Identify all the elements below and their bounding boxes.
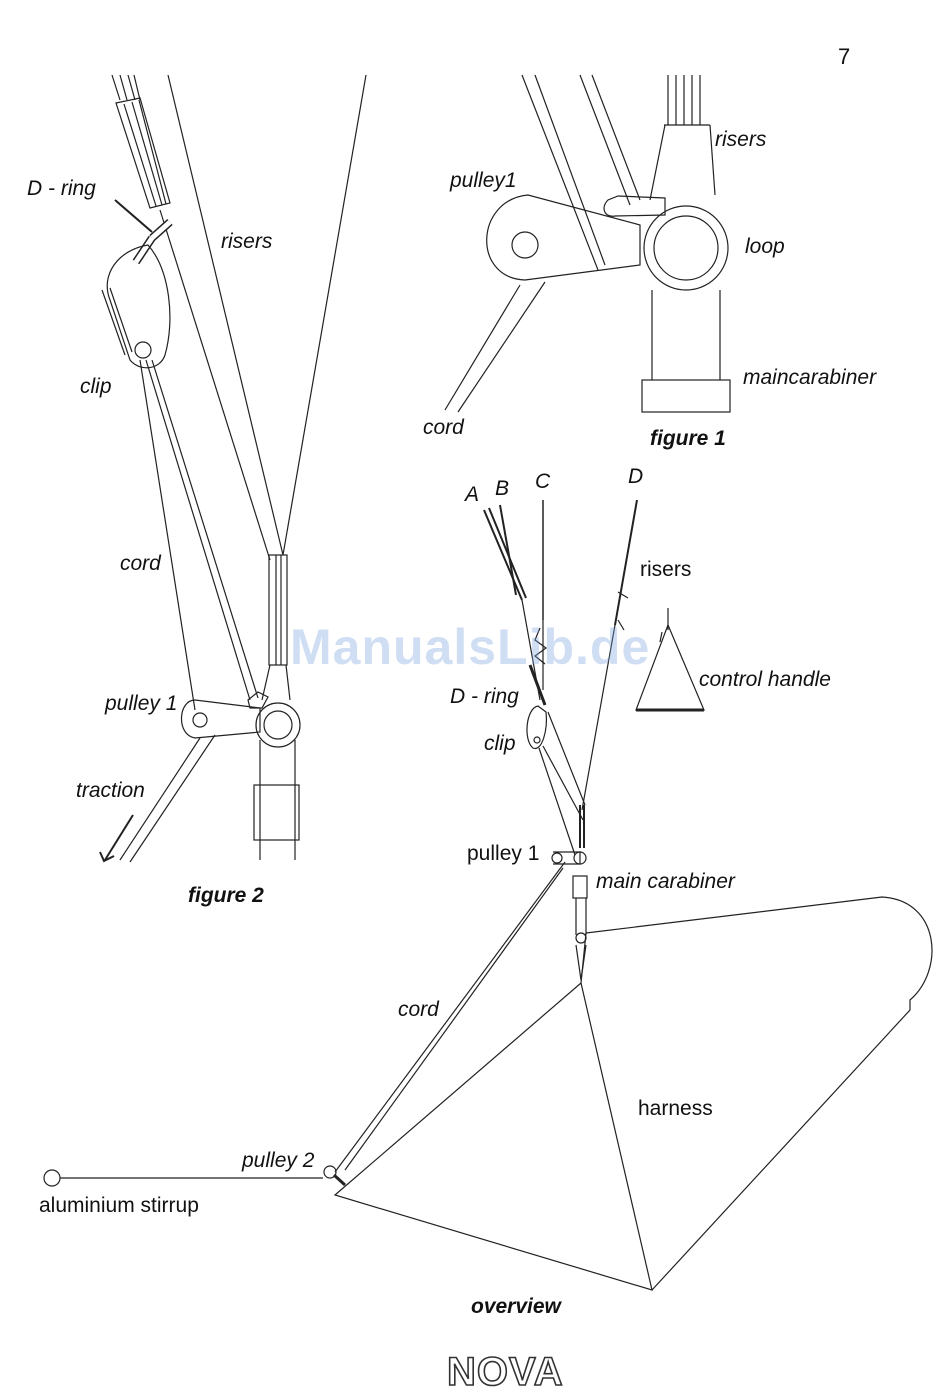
fig2-traction-label: traction (76, 780, 145, 801)
watermark: ManualsLib.de (290, 618, 650, 676)
fig1-main-carabiner-label: maincarabiner (743, 367, 876, 388)
fig2-pulley-label: pulley 1 (105, 693, 177, 714)
fig1-loop-label: loop (745, 236, 785, 257)
overview-cord-label: cord (398, 999, 439, 1020)
fig2-d-ring-label: D - ring (27, 178, 96, 199)
overview-riser-b-label: B (495, 478, 509, 499)
overview-riser-a-label: A (465, 484, 479, 505)
overview-riser-c-label: C (535, 471, 550, 492)
overview-d-ring-label: D - ring (450, 686, 519, 707)
fig2-clip-label: clip (80, 376, 112, 397)
overview-clip-label: clip (484, 733, 516, 754)
figure-2-caption: figure 2 (188, 885, 264, 906)
overview-risers-label: risers (640, 559, 691, 580)
nova-logo: NOVA (447, 1350, 564, 1395)
figure-1-caption: figure 1 (650, 428, 726, 449)
overview-harness-label: harness (638, 1098, 713, 1119)
fig2-risers-label: risers (221, 231, 272, 252)
page-number: 7 (838, 44, 850, 70)
figure-2-drawing (100, 75, 366, 862)
overview-riser-d-label: D (628, 466, 643, 487)
fig1-risers-label: risers (715, 129, 766, 150)
overview-control-handle-label: control handle (699, 669, 831, 690)
overview-caption: overview (471, 1296, 561, 1317)
overview-main-carabiner-label: main carabiner (596, 871, 735, 892)
overview-stirrup-label: aluminium stirrup (39, 1195, 199, 1216)
fig1-pulley-label: pulley1 (450, 170, 517, 191)
overview-pulley2-label: pulley 2 (242, 1150, 314, 1171)
fig1-cord-label: cord (423, 417, 464, 438)
fig2-cord-label: cord (120, 553, 161, 574)
figure-1-drawing (445, 75, 730, 412)
overview-pulley1-label: pulley 1 (467, 843, 539, 864)
